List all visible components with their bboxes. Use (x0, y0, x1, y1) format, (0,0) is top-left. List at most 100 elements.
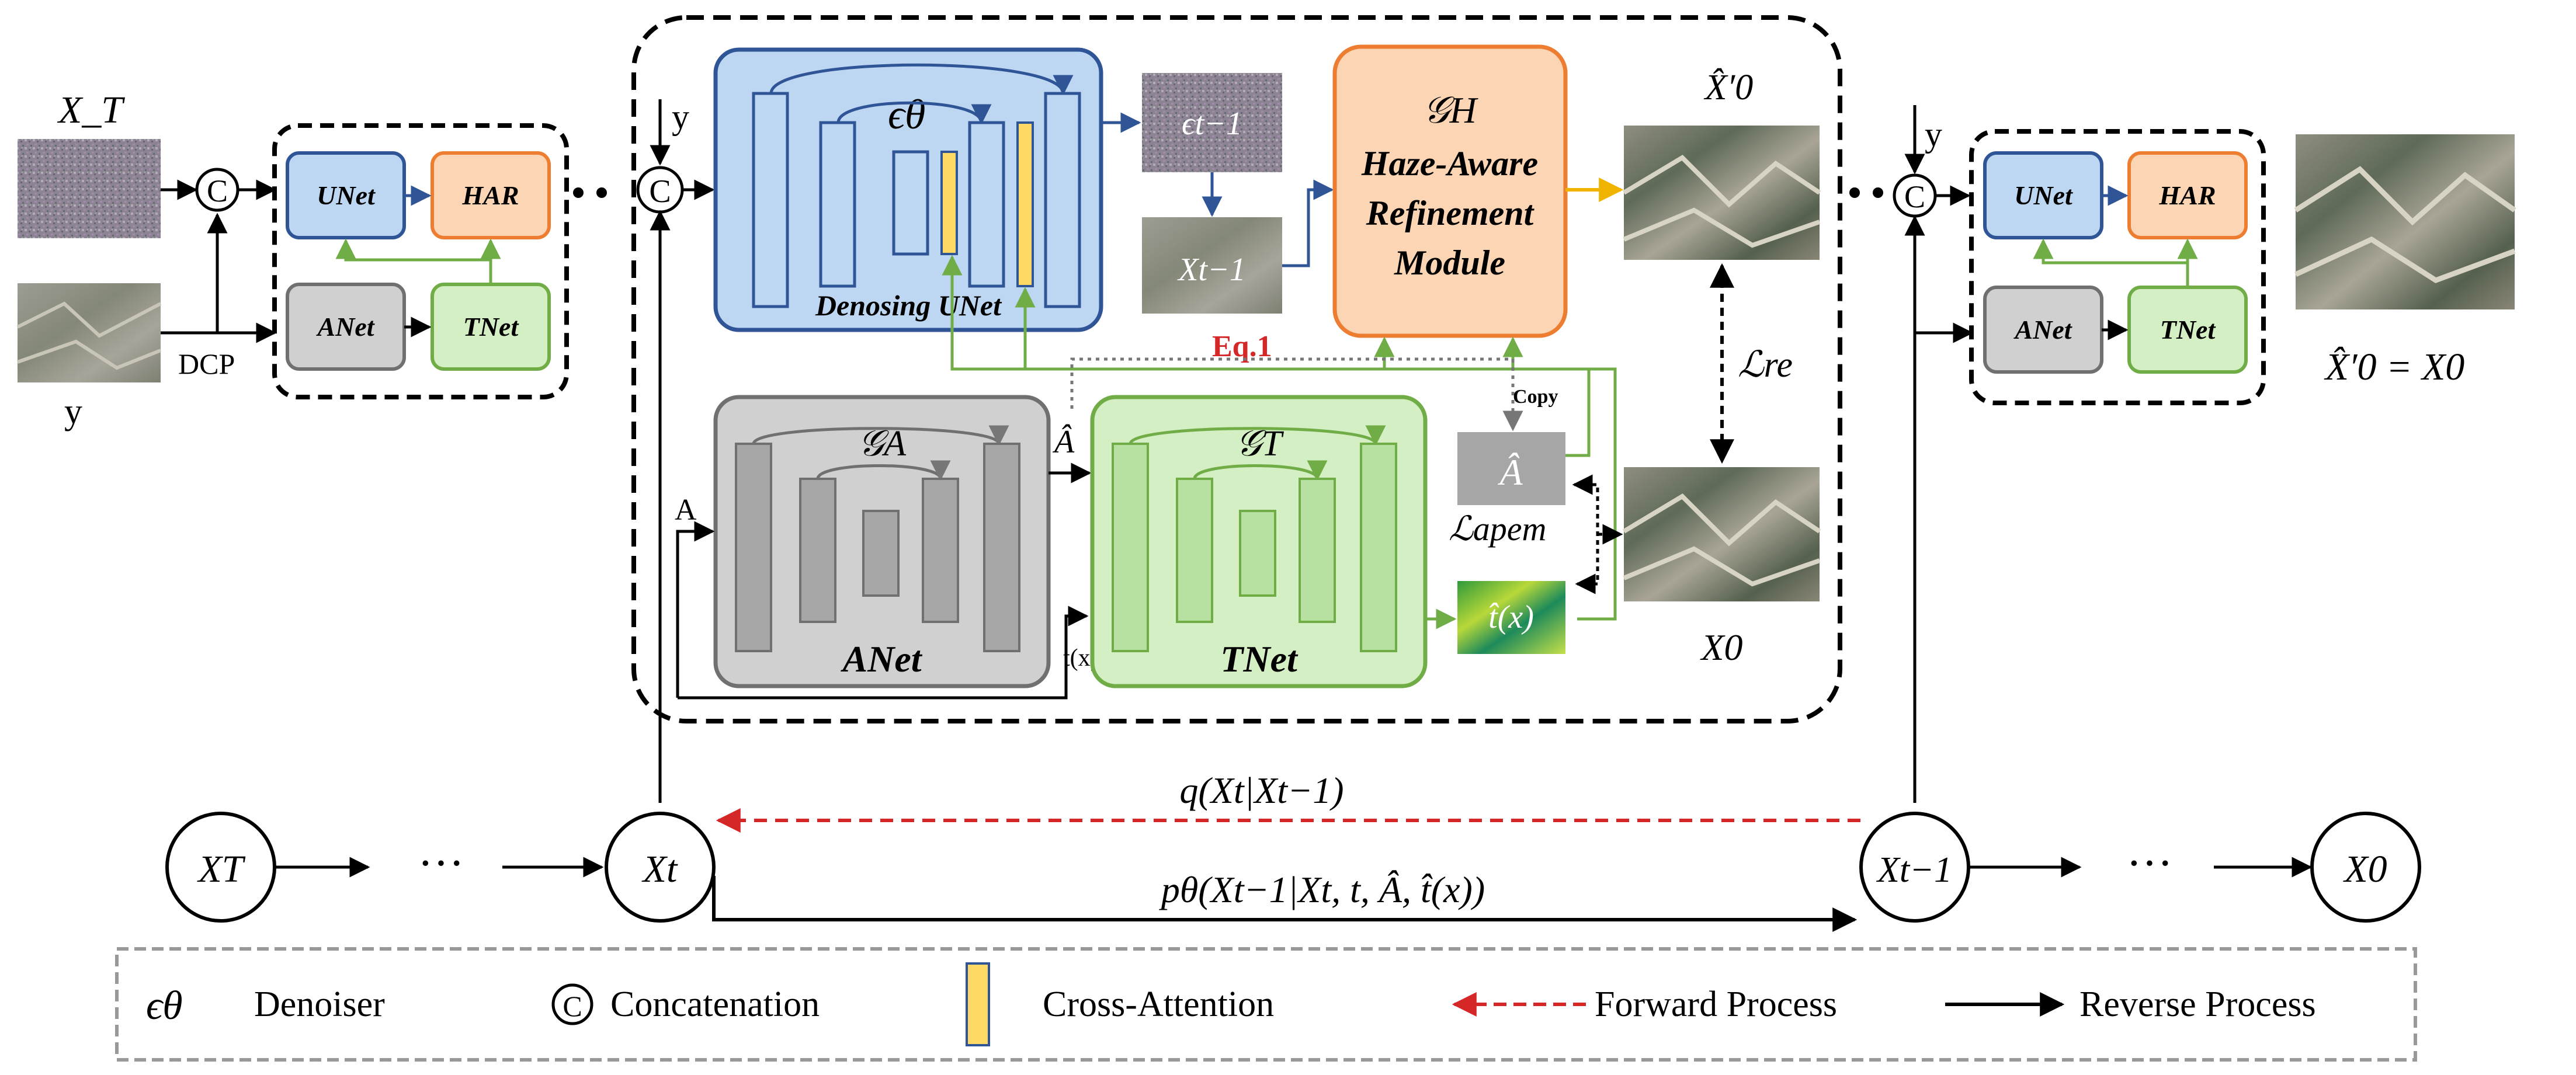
main-dashed-box (631, 15, 1842, 723)
legend-concat-circle (551, 983, 593, 1025)
that-map (1457, 581, 1565, 654)
xtm1-to-har (1282, 179, 1334, 267)
left-tnet-label: TNet (463, 312, 519, 342)
legend: ϵθ Denoiser C Concatenation Cross-Attent… (115, 947, 2417, 1062)
left-xt-label: X_T (57, 89, 125, 131)
left-dot-2 (596, 187, 607, 198)
right-y-label: y (1925, 115, 1942, 154)
eps-tm1-image (1142, 73, 1282, 172)
unet-cross-attn-2 (1016, 121, 1034, 287)
legend-forward-label: Forward Process (1595, 984, 1837, 1024)
x0-hat-label: X̂′0 (1703, 68, 1753, 107)
unet-block-2 (819, 121, 856, 288)
left-tnet-feedback (335, 238, 492, 284)
forward-process-label: q(Xt|Xt−1) (1179, 770, 1343, 811)
unet-skip-inner (836, 101, 992, 125)
left-panel: X_T y C DCP UNet HAR ANet TNet (16, 89, 607, 432)
reverse-process-arrow (712, 876, 1858, 932)
legend-cross-attn-label: Cross-Attention (1043, 984, 1274, 1024)
ahat-label: Â (1052, 424, 1075, 460)
ahat-box-label: Â (1497, 451, 1523, 493)
right-result-image (2296, 134, 2515, 309)
unet-block-3 (892, 150, 929, 256)
copy-label: Copy (1513, 386, 1558, 408)
left-dcp-label: DCP (178, 347, 235, 380)
legend-reverse-label: Reverse Process (2079, 984, 2316, 1024)
right-tnet-label: TNet (2160, 315, 2216, 345)
left-y-label: y (64, 392, 82, 432)
chain-dots-2: ··· (2126, 838, 2173, 889)
tnet-label: TNet (1220, 638, 1299, 680)
left-concat-symbol: C (207, 173, 228, 208)
anet-skip-outer (752, 425, 1009, 446)
anet-skip-inner (816, 460, 951, 481)
legend-denoiser-label: Denoiser (254, 984, 385, 1024)
anet-block-5 (983, 443, 1020, 652)
right-har-label: HAR (2158, 180, 2216, 210)
eps-tm1-label: ϵt−1 (1182, 106, 1242, 142)
legend-concat-symbol: C (563, 990, 582, 1022)
a-input-line (676, 521, 715, 698)
unet-skip-outer (769, 63, 1074, 96)
denoising-unet-label: Denosing UNet (815, 289, 1002, 322)
right-concat-symbol: C (1904, 179, 1925, 214)
chain-xT-label: XT (196, 848, 245, 890)
chain-xt-label: Xt (641, 848, 678, 890)
right-har-box (2127, 151, 2248, 239)
x0-label: X0 (1699, 627, 1742, 668)
ahat-box (1457, 432, 1565, 505)
anet-block-2 (799, 478, 836, 623)
gt-symbol: 𝒢T (1236, 424, 1284, 464)
x-tm1-label: Xt−1 (1177, 252, 1246, 288)
tnet-skip-outer (1129, 425, 1386, 446)
tnet-block-5 (1360, 443, 1397, 652)
tnet-block-4 (1299, 478, 1336, 623)
chain-node-xt (605, 812, 716, 923)
chain-node-x0 (2310, 812, 2421, 923)
x0-ridges (1622, 493, 1821, 587)
legend-denoiser-symbol: ϵθ (146, 983, 183, 1028)
green-bus-top (942, 255, 1617, 621)
left-dot-1 (573, 187, 584, 198)
right-unet-label: UNet (2014, 180, 2073, 210)
tnet-block-1 (1112, 443, 1149, 652)
tnet-block-2 (1176, 478, 1213, 623)
chain-dots-1: ··· (418, 838, 464, 889)
left-hazy-image (18, 283, 161, 382)
lapem-label: ℒapem (1449, 510, 1546, 548)
legend-concat-label: Concatenation (610, 984, 820, 1024)
legend-cross-attn-swatch (966, 962, 990, 1046)
har-line-3: Module (1394, 243, 1505, 282)
left-anet-label: ANet (315, 312, 374, 342)
unet-block-1 (752, 92, 789, 308)
tnet-skip-inner (1193, 460, 1328, 481)
left-har-box (431, 151, 551, 239)
right-dot-2 (1873, 187, 1883, 198)
gh-symbol: 𝒢H (1423, 89, 1479, 131)
tnet-block-3 (1239, 510, 1276, 597)
lapem-dotted (1572, 474, 1599, 594)
a-input-label: A (675, 493, 697, 527)
right-dot-1 (1849, 187, 1860, 198)
left-noise-image (18, 139, 161, 238)
main-panel: y C ϵθ Denosing UNet ϵt−1 Xt−1 𝒢H Haze-A… (631, 15, 1842, 803)
copy-dotted-line (1070, 357, 1523, 432)
left-hazy-ridges (16, 301, 162, 370)
reverse-process-label: pθ(Xt−1|Xt, t, Â, t̂(x)) (1159, 869, 1485, 910)
x0-hat-image (1624, 126, 1820, 260)
tx-input-line (678, 606, 1089, 700)
har-line-1: Haze-Aware (1361, 144, 1538, 183)
anet-label: ANet (840, 638, 922, 680)
that-label: t̂(x) (1488, 599, 1534, 635)
right-panel: y C UNet HAR ANet TNet X̂′0 = X0 (1849, 105, 2516, 803)
right-dashed-box (1969, 129, 2266, 405)
right-anet-label: ANet (2013, 315, 2072, 345)
chain-xtm1-label: Xt−1 (1876, 850, 1952, 890)
green-ahat-link (1565, 369, 1591, 457)
ga-symbol: 𝒢A (858, 424, 907, 464)
left-har-label: HAR (461, 180, 519, 210)
anet-block-3 (862, 510, 900, 597)
diffusion-chain: XT ··· Xt q(Xt|Xt−1) pθ(Xt−1|Xt, t, Â, t… (165, 770, 2421, 932)
main-concat-symbol: C (649, 173, 671, 210)
